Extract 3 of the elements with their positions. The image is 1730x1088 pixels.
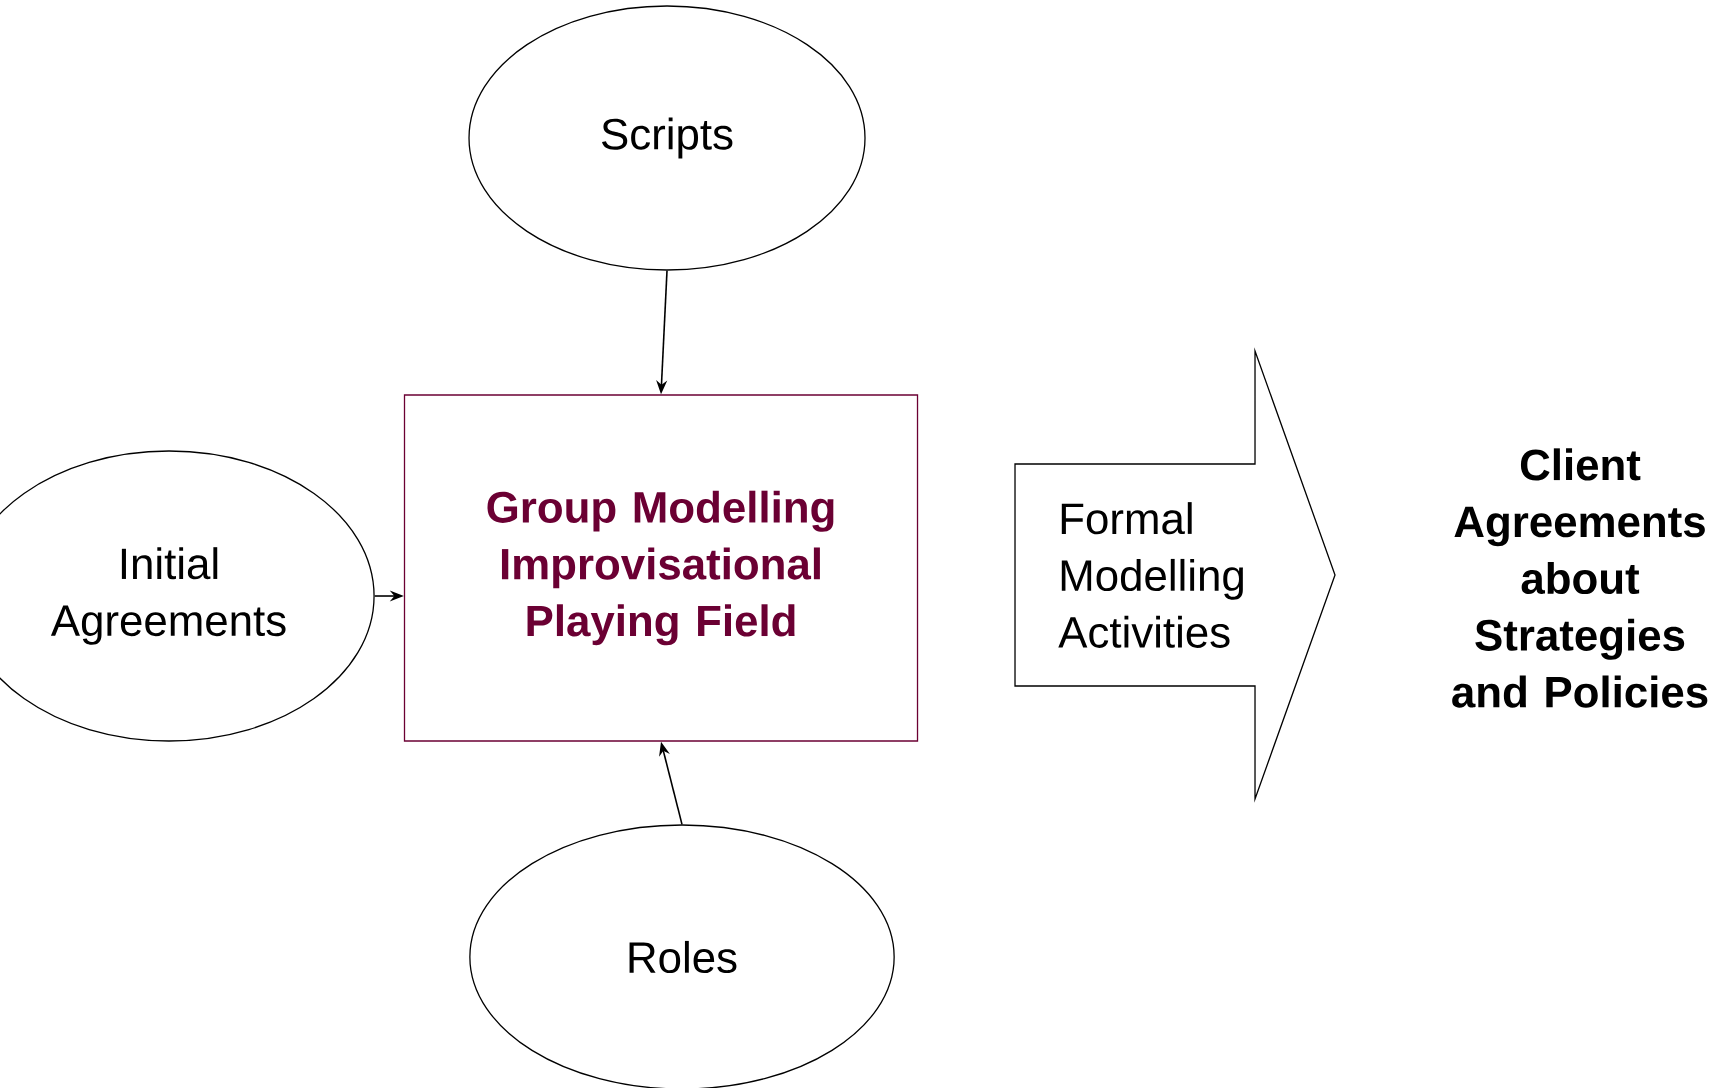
result-text: Client Agreements about Strategies and Policies <box>1452 448 1708 708</box>
process-box: Group Modelling Improvisational Playing Field <box>403 394 919 742</box>
ellipse-node: Scripts <box>468 5 866 271</box>
